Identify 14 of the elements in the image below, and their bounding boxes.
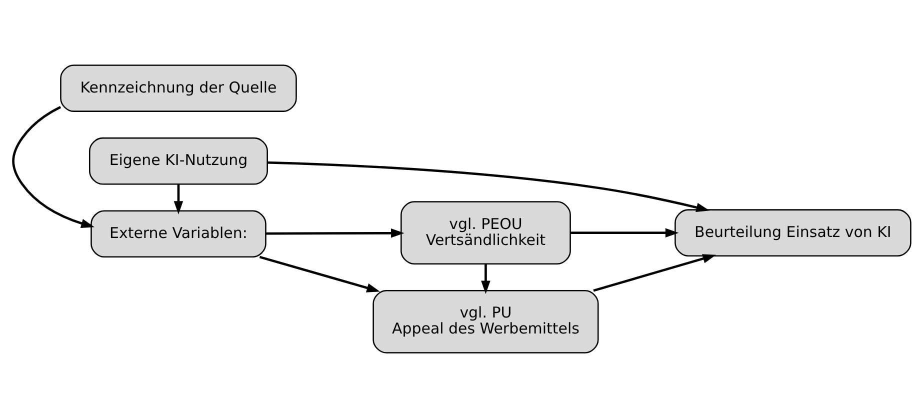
- arrow: [12, 106, 94, 228]
- arrow: [593, 254, 716, 292]
- node-box: Externe Variablen:: [90, 210, 266, 258]
- arrow: [481, 263, 490, 294]
- arrow: [174, 184, 184, 214]
- node-box: vgl. PU Appeal des Werbemittels: [372, 289, 599, 353]
- arrow: [266, 228, 404, 238]
- node-box: Beurteilung Einsatz von KI: [674, 208, 912, 256]
- node-box: Eigene KI-Nutzung: [88, 136, 268, 184]
- arrow: [259, 255, 380, 292]
- node-box: vgl. PEOU Vertsändlichkeit: [400, 200, 571, 264]
- arrow: [570, 228, 679, 237]
- node-box: Kennzeichnung der Quelle: [60, 64, 297, 112]
- arrow: [267, 160, 710, 212]
